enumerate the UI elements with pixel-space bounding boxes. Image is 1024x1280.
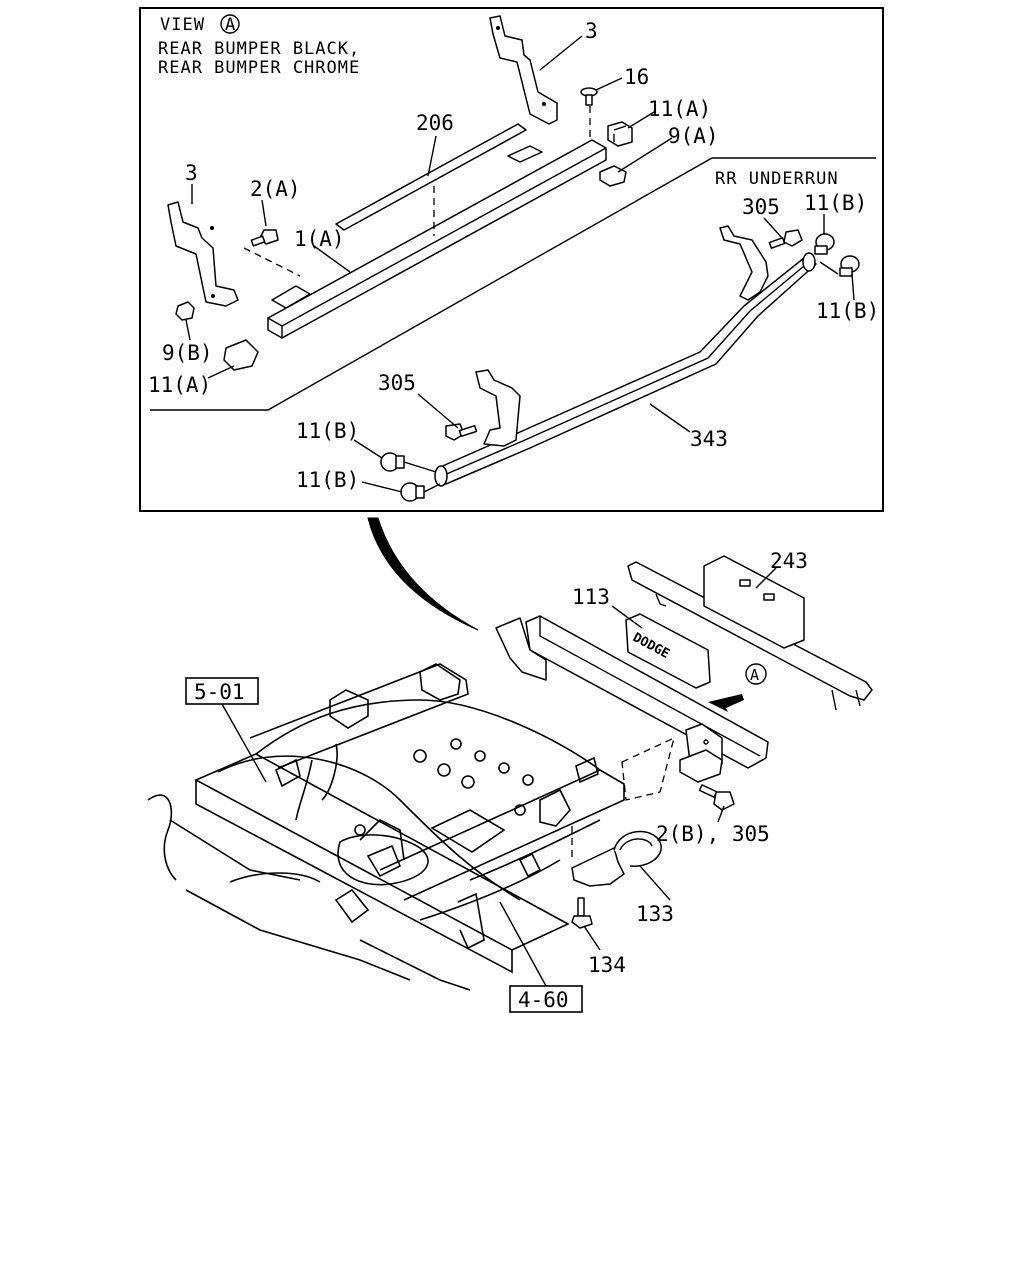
bumper-bar-1a [267, 139, 607, 339]
bracket-hole [542, 102, 546, 106]
callout-343: 343 [690, 427, 728, 451]
bracket-243 [627, 555, 873, 711]
ref-5-01: 5-01 [194, 680, 245, 704]
callout-11b-top: 11(B) [804, 191, 867, 215]
dashed-leader [423, 483, 441, 493]
main-assembly: DODGE A [147, 549, 873, 1013]
bolt-305-mid [445, 423, 478, 441]
leader-lines-main [583, 567, 777, 951]
view-marker-circle [220, 14, 240, 34]
bracket-hole [211, 294, 215, 298]
tow-hook-133 [571, 830, 662, 887]
chassis-frame [147, 663, 625, 991]
cap-11b-right [839, 255, 860, 277]
strip-206 [335, 123, 527, 231]
direction-arrow [708, 694, 744, 712]
bolt-2a [250, 229, 279, 247]
view-subtitle-2: REAR BUMPER CHROME [158, 58, 360, 78]
plate-113: DODGE [625, 613, 711, 689]
underrun-bracket-right [719, 225, 769, 301]
callout-9b: 9(B) [162, 341, 213, 365]
dashed-guide [621, 736, 675, 801]
callout-206: 206 [416, 111, 454, 135]
callout-2a: 2(A) [250, 177, 301, 201]
clip-11a-top [607, 121, 633, 147]
view-marker: A [225, 15, 236, 35]
bracket-3-top [489, 15, 558, 125]
cap-11b-lower-2 [400, 482, 425, 502]
arrow-marker-circle [745, 663, 767, 685]
leader-lines-inset [185, 35, 855, 493]
underrun-bracket-mid [475, 369, 521, 447]
view-label: VIEW [160, 15, 205, 35]
inset-border [139, 7, 884, 512]
underrun-separator [150, 157, 876, 411]
bolt-305-right [768, 229, 803, 249]
callout-134: 134 [588, 953, 626, 977]
dashed-leader [403, 461, 437, 473]
bracket-3-left [167, 201, 239, 307]
callout-243: 243 [770, 549, 808, 573]
ref-box-4-60[interactable]: 4-60 [509, 985, 583, 1013]
bolt-16 [580, 87, 598, 106]
callout-3-left: 3 [185, 161, 198, 185]
ref-4-60: 4-60 [518, 988, 569, 1012]
arrow-marker: A [750, 666, 759, 684]
bracket-hole [210, 226, 214, 230]
cap-11b-lower-1 [380, 452, 405, 472]
nut-9b [175, 301, 195, 321]
leader-4-60 [499, 901, 547, 987]
view-arc-arrow [367, 517, 479, 631]
crossmember [495, 615, 769, 783]
callout-11b-right: 11(B) [816, 299, 879, 323]
dashed-leader [243, 247, 301, 277]
callout-3-top: 3 [585, 19, 598, 43]
callout-1a: 1(A) [294, 227, 345, 251]
underrun-label: RR UNDERRUN [715, 169, 839, 189]
callout-305-right: 305 [742, 195, 780, 219]
leader-5-01 [221, 703, 267, 783]
bolt-2b-305 [698, 784, 735, 811]
callout-113: 113 [572, 585, 610, 609]
callout-16: 16 [624, 65, 649, 89]
callout-133: 133 [636, 902, 674, 926]
ref-box-5-01[interactable]: 5-01 [185, 677, 259, 705]
cap-11b-top [814, 233, 835, 255]
clip-11a-left [223, 339, 259, 371]
callout-305-mid: 305 [378, 371, 416, 395]
callout-11a-top: 11(A) [648, 97, 711, 121]
view-subtitle-1: REAR BUMPER BLACK, [158, 39, 360, 59]
callout-11a-left: 11(A) [148, 373, 211, 397]
view-a-inset: VIEW A REAR BUMPER BLACK, REAR BUMPER CH… [139, 7, 884, 512]
underrun-bar-343 [434, 252, 817, 487]
callout-11b-lower-1: 11(B) [296, 419, 359, 443]
dashed-leader [819, 261, 839, 275]
bolt-134 [571, 897, 593, 929]
bracket-hole [496, 26, 500, 30]
callout-9a: 9(A) [668, 124, 719, 148]
callout-2b-305: 2(B), 305 [656, 822, 770, 846]
callout-11b-lower-2: 11(B) [296, 468, 359, 492]
